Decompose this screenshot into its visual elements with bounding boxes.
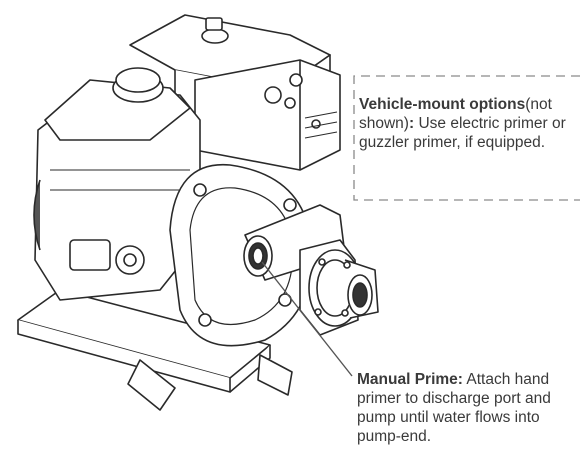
manual-prime-body: Attach hand primer to discharge port and… [357, 371, 551, 445]
vehicle-mount-body: Use electric primer or guzzler primer, i… [359, 115, 566, 151]
control-box [194, 59, 341, 171]
manual-prime-leader-line [261, 261, 353, 377]
vehicle-mount-callout: Vehicle-mount options(not shown): Use el… [359, 95, 571, 152]
vehicle-mount-aside: (not shown) [359, 96, 552, 132]
manual-prime-callout: Manual Prime: Attach hand primer to disc… [357, 370, 572, 446]
vehicle-mount-heading: Vehicle-mount options [359, 96, 526, 113]
manual-prime-heading: Manual Prime: [357, 371, 463, 388]
engine-pump-illustration [17, 14, 379, 411]
suction-port [299, 239, 379, 336]
mounting-base [17, 289, 293, 411]
engine-block [33, 67, 201, 301]
vehicle-mount-colon: : [408, 115, 415, 132]
vehicle-mount-dashed-frame [353, 75, 580, 201]
pump-volute [169, 163, 313, 347]
